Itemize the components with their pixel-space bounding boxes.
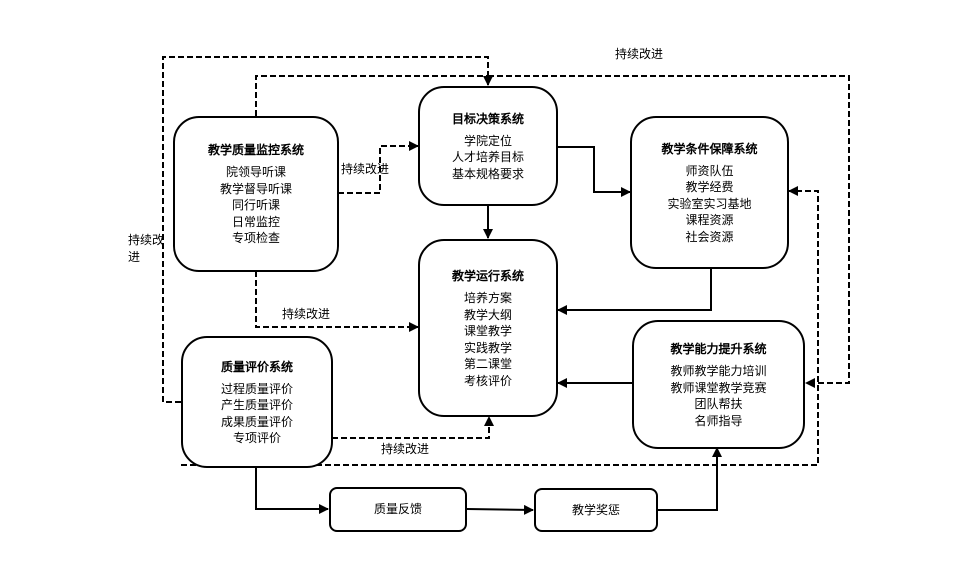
decision-system-box: 目标决策系统 学院定位 人才培养目标 基本规格要求 <box>418 86 558 206</box>
operation-item: 课堂教学 <box>463 324 512 338</box>
dashed-top-right-loop <box>488 75 850 388</box>
edge-label-left-vertical-1: 持续改 <box>128 233 165 247</box>
ability-item: 教师课堂教学竞赛 <box>670 380 767 395</box>
arrow-evaluation-to-feedback <box>255 467 329 514</box>
ability-system-box: 教学能力提升系统 教师教学能力培训 教师课堂教学竞赛 团队帮扶 名师指导 <box>632 320 805 449</box>
operation-system-box: 教学运行系统 培养方案 教学大纲 课堂教学 实践教学 第二课堂 考核评价 <box>418 239 558 417</box>
operation-item: 教学大纲 <box>463 307 512 322</box>
operation-item: 第二课堂 <box>463 357 512 371</box>
ability-system-title: 教学能力提升系统 <box>670 342 767 356</box>
evaluation-item: 产生质量评价 <box>220 398 293 412</box>
dashed-evaluation-to-operation <box>332 416 494 439</box>
monitor-item: 日常监控 <box>231 214 280 229</box>
dashed-monitor-to-operation <box>255 271 419 332</box>
arrow-decision-to-support <box>558 146 631 197</box>
feedback-box: 质量反馈 <box>329 487 467 532</box>
feedback-label: 质量反馈 <box>373 502 422 517</box>
decision-system-title: 目标决策系统 <box>451 111 524 126</box>
edge-label-monitor-to-operation: 持续改进 <box>282 307 331 321</box>
support-item: 师资队伍 <box>685 163 734 178</box>
ability-item: 名师指导 <box>694 413 743 428</box>
support-item: 教学经费 <box>685 180 734 195</box>
evaluation-system-box: 质量评价系统 过程质量评价 产生质量评价 成果质量评价 专项评价 <box>181 336 333 468</box>
arrow-feedback-to-reward <box>466 504 534 515</box>
reward-label: 教学奖惩 <box>571 502 620 517</box>
monitor-system-box: 教学质量监控系统 院领导听课 教学督导听课 同行听课 日常监控 专项检查 <box>173 116 339 272</box>
edge-label-monitor-to-decision: 持续改进 <box>341 162 390 176</box>
operation-item: 培养方案 <box>463 291 512 305</box>
dashed-bottom-loop-to-support <box>181 186 819 466</box>
monitor-item: 院领导听课 <box>225 165 286 180</box>
monitor-item: 专项检查 <box>231 231 280 246</box>
dashed-monitor-top-to-decision <box>255 75 488 116</box>
monitor-system-title: 教学质量监控系统 <box>207 143 304 158</box>
decision-item: 基本规格要求 <box>451 166 524 181</box>
monitor-item: 教学督导听课 <box>219 181 292 196</box>
ability-item: 团队帮扶 <box>694 397 743 411</box>
support-system-box: 教学条件保障系统 师资队伍 教学经费 实验室实习基地 课程资源 社会资源 <box>630 116 789 269</box>
support-item: 社会资源 <box>685 229 734 244</box>
evaluation-item: 专项评价 <box>232 431 281 445</box>
operation-item: 实践教学 <box>463 340 512 355</box>
ability-item: 教师教学能力培训 <box>670 364 767 378</box>
support-item: 课程资源 <box>685 213 734 228</box>
evaluation-system-title: 质量评价系统 <box>220 359 293 374</box>
dashed-outer-left-loop <box>162 56 493 403</box>
reward-box: 教学奖惩 <box>534 488 658 532</box>
evaluation-item: 成果质量评价 <box>220 414 293 429</box>
operation-system-title: 教学运行系统 <box>451 269 524 283</box>
arrow-reward-to-ability <box>658 447 722 511</box>
support-item: 实验室实习基地 <box>667 196 752 211</box>
edge-label-left-vertical-2: 进 <box>128 250 141 264</box>
edge-label-evaluation-to-operation: 持续改进 <box>381 442 430 456</box>
decision-item: 人才培养目标 <box>451 150 524 165</box>
arrow-support-to-operation <box>557 268 712 315</box>
monitor-item: 同行听课 <box>231 198 280 213</box>
support-system-title: 教学条件保障系统 <box>661 141 758 156</box>
operation-item: 考核评价 <box>463 373 512 388</box>
dashed-monitor-to-decision <box>338 141 419 194</box>
evaluation-item: 过程质量评价 <box>220 381 293 396</box>
decision-item: 学院定位 <box>463 133 512 148</box>
edge-label-top-right: 持续改进 <box>615 47 664 61</box>
